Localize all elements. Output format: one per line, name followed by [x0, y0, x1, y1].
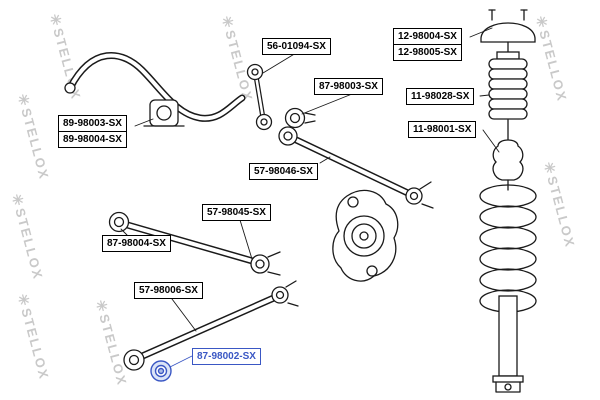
stabilizer-bushing [143, 99, 185, 127]
part-label-57-98006-sx[interactable]: 57-98006-SX [134, 282, 203, 299]
strut-body [492, 295, 524, 393]
stabilizer-bar [64, 51, 246, 122]
bushing-87-98003 [284, 107, 316, 129]
rod-57-98006 [123, 280, 299, 371]
boot-bellows [488, 51, 528, 141]
part-label-87-98004-sx[interactable]: 87-98004-SX [102, 235, 171, 252]
part-label-57-98045-sx[interactable]: 57-98045-SX [202, 204, 271, 221]
part-label-group-89-98003: 89-98003-SX 89-98004-SX [58, 115, 127, 148]
part-label-87-98002-sx-highlighted[interactable]: 87-98002-SX [192, 348, 261, 365]
bump-stop [492, 139, 524, 191]
stabilizer-link [246, 63, 273, 131]
part-label-group-12-98004: 12-98004-SX 12-98005-SX [393, 28, 462, 61]
part-label-89-98003-sx[interactable]: 89-98003-SX [58, 115, 127, 132]
part-label-87-98003-sx[interactable]: 87-98003-SX [314, 78, 383, 95]
part-label-12-98005-sx[interactable]: 12-98005-SX [393, 44, 462, 61]
part-label-56-01094-sx[interactable]: 56-01094-SX [262, 38, 331, 55]
bushing-87-98002-highlighted [150, 355, 193, 382]
part-label-11-98028-sx[interactable]: 11-98028-SX [406, 88, 475, 105]
strut-top-mount [480, 9, 536, 53]
leader-lines [120, 27, 500, 332]
coil-spring [479, 184, 537, 313]
part-label-89-98004-sx[interactable]: 89-98004-SX [58, 131, 127, 148]
part-label-12-98004-sx[interactable]: 12-98004-SX [393, 28, 462, 45]
rod-57-98045 [108, 211, 281, 276]
part-label-57-98046-sx[interactable]: 57-98046-SX [249, 163, 318, 180]
rod-57-98046 [278, 126, 434, 209]
knuckle [332, 189, 399, 282]
part-label-11-98001-sx[interactable]: 11-98001-SX [408, 121, 477, 138]
